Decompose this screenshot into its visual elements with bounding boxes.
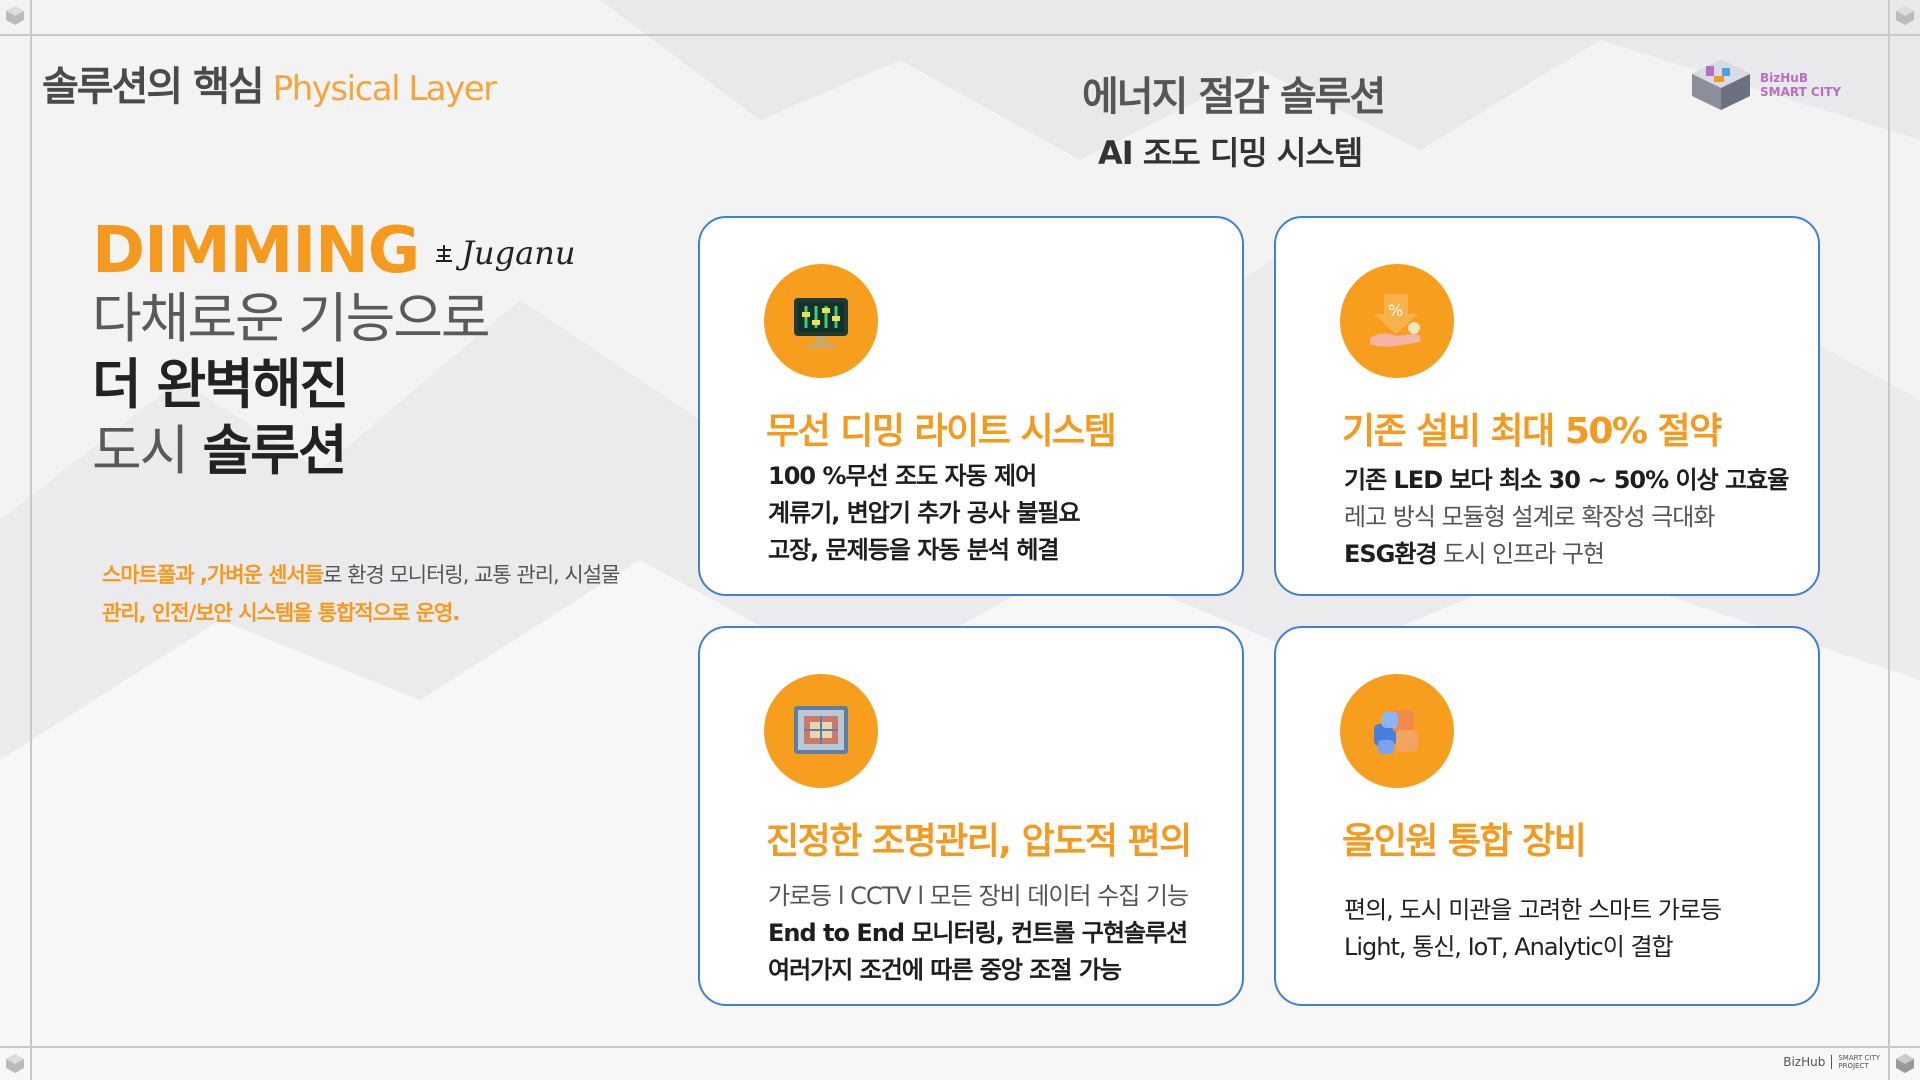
- card-icon-circle: %: [1340, 264, 1454, 378]
- section-subtitle: AI 조도 디밍 시스템: [1098, 134, 1363, 172]
- hero-line-1: 다채로운 기능으로: [92, 287, 491, 350]
- juganu-logo: Juganu: [433, 234, 575, 272]
- dimmer-panel-icon: [794, 298, 848, 348]
- corner-cube-icon: [4, 1052, 26, 1074]
- card-body: 편의, 도시 미관을 고려한 스마트 가로등 Light, 통신, IoT, A…: [1344, 892, 1722, 966]
- feature-card-all-in-one: 올인원 통합 장비 편의, 도시 미관을 고려한 스마트 가로등 Light, …: [1274, 626, 1820, 1006]
- hero-description: 스마트폴과 ,가벼운 센서들로 환경 모니터링, 교통 관리, 시설물 관리, …: [102, 556, 632, 632]
- corner-cube-icon: [4, 4, 26, 26]
- circuit-board-icon: [794, 706, 848, 754]
- hero-line-3: 도시 솔루션: [92, 418, 575, 484]
- header-title-english: Physical Layer: [272, 69, 497, 109]
- juganu-mark-icon: [436, 245, 453, 262]
- card-icon-circle: [764, 264, 878, 378]
- hero-line-3-bold: 솔루션: [202, 419, 348, 482]
- cubes-icon: [1374, 710, 1418, 754]
- footer-brand-name: BizHub: [1783, 1055, 1826, 1069]
- card-line: Light, 통신, IoT, Analytic이 결합: [1344, 933, 1674, 961]
- card-body: 가로등 l CCTV l 모든 장비 데이터 수집 기능 End to End …: [768, 878, 1189, 989]
- desc-highlight-2: 관리, 인전/보안 시스템을 통합적으로 운영.: [102, 601, 460, 625]
- card-body: 100 %무선 조도 자동 제어 계류기, 변압기 추가 공사 불필요 고장, …: [768, 458, 1081, 569]
- smart-city-block-icon: [1692, 60, 1750, 110]
- desc-text: 로 환경 모니터링, 교통 관리, 시설물: [323, 563, 620, 587]
- dimming-heading: DIMMING: [92, 214, 420, 288]
- frame-bottom: [0, 1046, 1920, 1048]
- card-line: ESG환경 도시 인프라 구현: [1344, 536, 1788, 573]
- frame-left: [30, 0, 32, 1080]
- desc-highlight-1: 스마트폴과 ,가벼운 센서들: [102, 563, 324, 587]
- card-line: 계류기, 변압기 추가 공사 불필요: [768, 499, 1081, 527]
- discount-hand-icon: %: [1370, 294, 1421, 347]
- card-icon-circle: [1340, 674, 1454, 788]
- footer-sub1: SMART CITY: [1838, 1054, 1880, 1062]
- logo-line2: SMART CITY: [1760, 85, 1842, 99]
- footer-separator: [1831, 1055, 1833, 1069]
- card-line: 고장, 문제등을 자동 분석 헤결: [768, 536, 1059, 564]
- card-line: End to End 모니터링, 컨트롤 구현솔루션: [768, 919, 1188, 947]
- card-title: 무선 디밍 라이트 시스템: [766, 411, 1117, 452]
- hero-line-2: 더 완벽해진: [92, 353, 349, 416]
- card-line-rest: 도시 인프라 구현: [1436, 540, 1605, 568]
- feature-card-wireless-dimming: 무선 디밍 라이트 시스템 100 %무선 조도 자동 제어 계류기, 변압기 …: [698, 216, 1244, 596]
- card-icon-circle: [764, 674, 878, 788]
- card-line: 레고 방식 모듈형 설계로 확장성 극대화: [1344, 503, 1715, 531]
- hero-block: DIMMING Juganu 다채로운 기능으로 더 완벽해진 도시 솔루션: [92, 216, 575, 484]
- card-line: 가로등 l CCTV l 모든 장비 데이터 수집 기능: [768, 882, 1189, 910]
- card-line: 기존 LED 보다 최소 30 ~ 50% 이상 고효율: [1344, 466, 1789, 494]
- feature-card-savings: % 기존 설비 최대 50% 절약 기존 LED 보다 최소 30 ~ 50% …: [1274, 216, 1820, 596]
- svg-text:%: %: [1388, 301, 1403, 320]
- header-title-korean: 솔루션의 핵심: [42, 64, 265, 110]
- card-line: 100 %무선 조도 자동 제어: [768, 462, 1037, 490]
- card-title: 진정한 조명관리, 압도적 편의: [766, 821, 1192, 862]
- card-line: 여러가지 조건에 따른 중앙 조절 가능: [768, 956, 1122, 984]
- feature-card-lighting-management: 진정한 조명관리, 압도적 편의 가로등 l CCTV l 모든 장비 데이터 …: [698, 626, 1244, 1006]
- hero-line-3-light: 도시: [92, 419, 203, 482]
- corner-cube-icon: [1894, 4, 1916, 26]
- page-header: 솔루션의 핵심 Physical Layer: [42, 54, 497, 112]
- card-line-bold: ESG환경: [1344, 540, 1438, 568]
- corner-cube-icon: [1894, 1052, 1916, 1074]
- section-title: 에너지 절감 솔루션: [1082, 74, 1386, 120]
- frame-top: [0, 34, 1920, 36]
- card-line: 편의, 도시 미관을 고려한 스마트 가로등: [1344, 896, 1722, 924]
- card-title: 올인원 통합 장비: [1342, 821, 1587, 862]
- frame-right: [1888, 0, 1890, 1080]
- card-body: 기존 LED 보다 최소 30 ~ 50% 이상 고효율 레고 방식 모듈형 설…: [1344, 462, 1789, 573]
- bizhub-logo: BizHuB SMART CITY: [1688, 56, 1841, 114]
- logo-line1: BizHuB: [1760, 71, 1808, 85]
- juganu-brand-name: Juganu: [461, 234, 576, 272]
- card-title: 기존 설비 최대 50% 절약: [1342, 411, 1722, 452]
- footer-sub2: PROJECT: [1838, 1062, 1869, 1070]
